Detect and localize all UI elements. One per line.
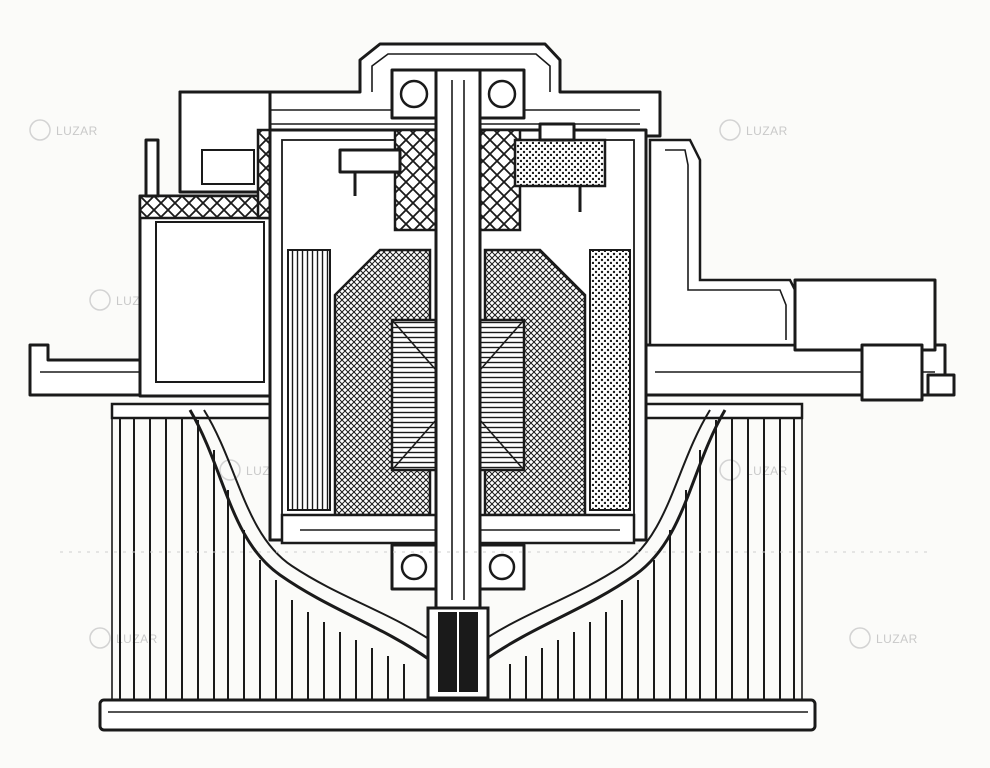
watermark-logo: LUZAR (849, 627, 918, 649)
top-bearing-ball-left (399, 79, 429, 109)
impeller-hub-cone-inner (203, 409, 711, 646)
watermark-logo: LUZAR (89, 627, 158, 649)
top-bearing-right (478, 68, 526, 120)
impeller-base-ring (98, 698, 817, 732)
watermark-logo: LUZAR (719, 119, 788, 141)
connector-latch (926, 373, 956, 397)
magnet-right (589, 249, 631, 511)
stator-left-band (287, 249, 331, 511)
impeller-blades-right (509, 408, 795, 700)
watermark-logo: LUZAR (29, 119, 98, 141)
top-bearing-ball-right (487, 79, 517, 109)
terminal-left (338, 148, 402, 174)
impeller-blades-left (119, 408, 405, 700)
left-flange (28, 138, 274, 398)
right-flange (643, 138, 956, 402)
brush-holder (513, 138, 607, 188)
right-wire-channel (648, 138, 802, 347)
svg-text:LUZAR: LUZAR (116, 632, 158, 646)
bottom-bearing-ball-right (488, 553, 516, 581)
left-clip (144, 138, 160, 198)
connector-housing (793, 278, 937, 352)
svg-text:LUZAR: LUZAR (56, 124, 98, 138)
watermark-logo: LUZAR (719, 459, 788, 481)
connector-plug (860, 343, 924, 402)
bottom-bearing-ball-left (400, 553, 428, 581)
impeller (98, 402, 817, 732)
svg-text:LUZAR: LUZAR (746, 464, 788, 478)
svg-text:LUZAR: LUZAR (746, 124, 788, 138)
svg-text:LUZAR: LUZAR (876, 632, 918, 646)
motor-shaft (434, 68, 482, 682)
shaft-assembly (390, 68, 526, 700)
